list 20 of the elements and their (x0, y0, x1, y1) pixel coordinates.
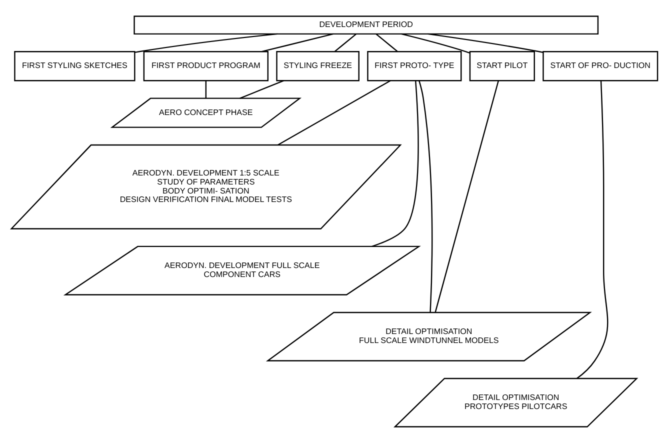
connector (240, 80, 284, 98)
connector (334, 33, 356, 52)
node-box: STYLING FREEZE (276, 50, 360, 81)
node-box: FIRST PRODUCT PROGRAM (143, 50, 269, 81)
connector (278, 80, 391, 145)
connector (376, 33, 398, 52)
connector (428, 32, 544, 52)
node-box: FIRST PROTO- TYPE (367, 50, 462, 81)
connector (418, 80, 433, 312)
connector (372, 80, 419, 246)
connector (576, 80, 608, 378)
connector (434, 80, 500, 312)
connector (134, 32, 278, 52)
node-box: START PILOT (469, 50, 535, 81)
node-box: DEVELOPMENT PERIOD (134, 15, 599, 34)
node-box: START OF PRO- DUCTION (542, 50, 658, 81)
connector (205, 80, 207, 98)
node-box: FIRST STYLING SKETCHES (14, 50, 136, 81)
connector (401, 32, 470, 53)
connector (262, 32, 334, 52)
